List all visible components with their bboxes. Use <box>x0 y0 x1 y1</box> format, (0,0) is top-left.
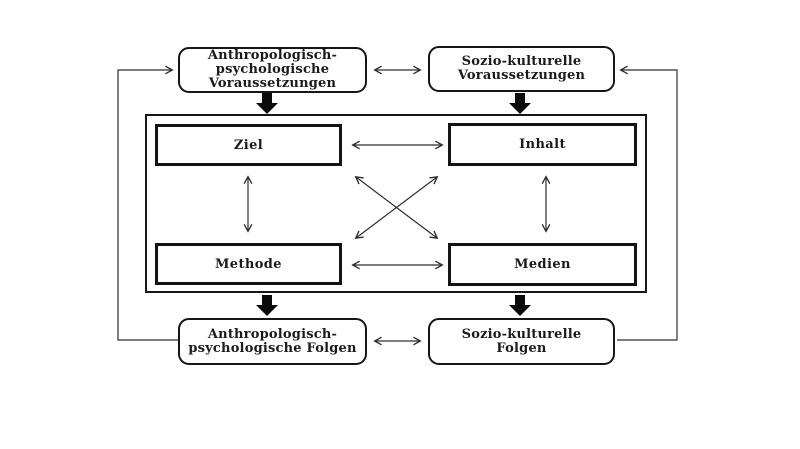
node-label: Anthropologisch- psychologische Vorausse… <box>207 48 338 91</box>
node-anthropologisch-psychologische-folgen: Anthropologisch- psychologische Folgen <box>178 318 367 365</box>
node-label: Anthropologisch- psychologische Folgen <box>188 326 357 356</box>
thick-down-arrow-preconditions-left <box>256 93 278 114</box>
node-label: Sozio-kulturelle Folgen <box>461 326 582 356</box>
node-medien: Medien <box>448 243 637 286</box>
node-inhalt: Inhalt <box>448 123 637 166</box>
node-ziel: Ziel <box>155 124 342 166</box>
node-sozio-kulturelle-voraussetzungen: Sozio-kulturelle Voraussetzungen <box>428 46 615 92</box>
node-label: Ziel <box>233 137 264 153</box>
thick-down-arrow-preconditions-right <box>509 93 531 114</box>
node-label: Medien <box>514 257 571 272</box>
node-methode: Methode <box>155 243 342 285</box>
node-label: Sozio-kulturelle Voraussetzungen <box>457 54 586 83</box>
node-label: Methode <box>215 256 282 272</box>
thick-down-arrow-consequences-left <box>256 295 278 316</box>
node-anthropologisch-psychologische-voraussetzungen: Anthropologisch- psychologische Vorausse… <box>178 47 367 93</box>
node-sozio-kulturelle-folgen: Sozio-kulturelle Folgen <box>428 318 615 365</box>
node-label: Inhalt <box>519 137 566 152</box>
thick-down-arrow-consequences-right <box>509 295 531 316</box>
